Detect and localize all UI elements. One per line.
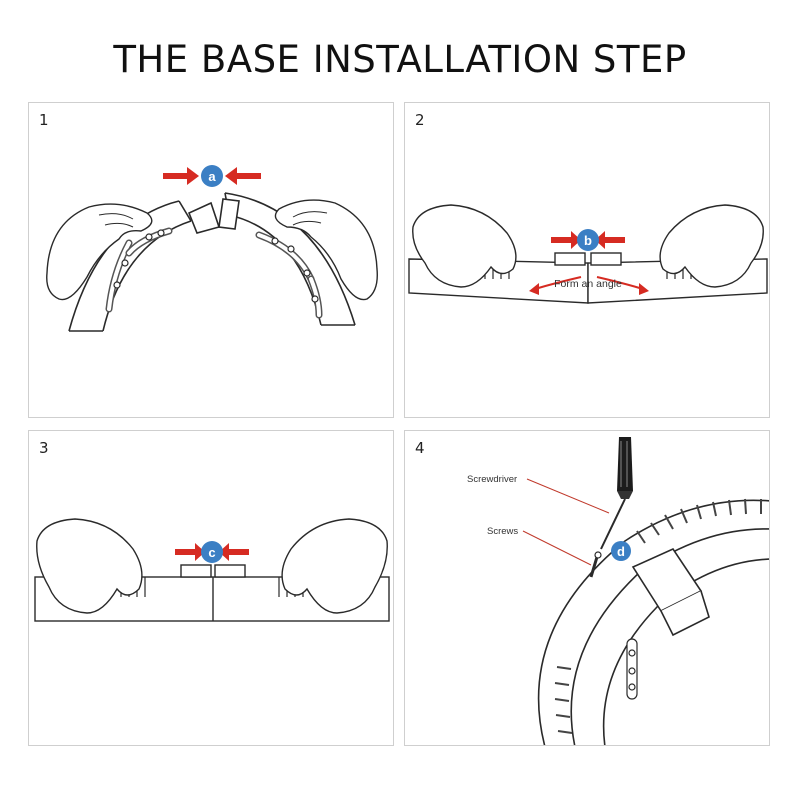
step-number: 3 [39,439,49,457]
angle-arrow-left-icon [529,283,539,295]
screwdriver-callout-line [526,478,610,514]
step-panel-3: 3 c [28,430,394,746]
step-panel-1: 1 a [28,102,394,418]
screwdriver-callout-label: Screwdriver [467,474,517,485]
right-hand-icon [274,199,378,301]
step-3-illustration: c [34,518,390,622]
step-badge-label: a [208,169,216,184]
step-badge-icon [201,165,223,187]
left-hand-icon [36,518,143,614]
step-badge-icon [611,541,631,561]
right-hand-icon [281,518,388,614]
step-number: 1 [39,111,49,129]
left-hand-icon [46,203,153,301]
left-hand-icon [412,204,517,288]
step-number: 2 [415,111,425,129]
push-arrow-right-icon [175,543,205,561]
step-panel-2: 2 b Form an angle [404,102,770,418]
screw-icon [589,551,602,578]
push-arrow-left-icon [219,543,249,561]
step-badge-label: d [617,544,625,559]
screws-callout-label: Screws [487,526,518,537]
step-badge-label: b [584,233,592,248]
screws-callout-line [522,530,592,566]
push-arrow-left-icon [595,231,625,249]
right-hand-icon [659,204,764,288]
left-base-segment-icon [68,200,221,332]
step-4-illustration: d Screwdriver Screws [467,437,769,745]
step-badge-icon [577,229,599,251]
step-1-illustration: a [46,165,378,332]
step-panel-4: 4 [404,430,770,746]
angle-annotation: Form an angle [554,278,622,290]
angle-arrow-right-icon [639,283,649,295]
base-ring-icon [537,499,769,745]
step-2-illustration: b Form an angle [408,204,768,304]
step-badge-label: c [208,545,215,560]
page-title: THE BASE INSTALLATION STEP [113,38,687,81]
screwdriver-icon [600,437,633,550]
push-arrow-right-icon [551,231,581,249]
push-arrow-right-icon [163,167,199,185]
push-arrow-left-icon [225,167,261,185]
step-number: 4 [415,439,425,457]
step-badge-icon [201,541,223,563]
